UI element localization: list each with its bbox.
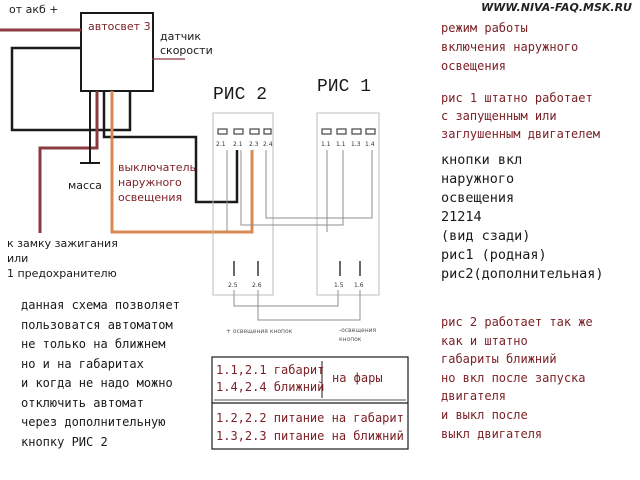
minus-lights-label: -освещения кнопок	[339, 327, 377, 343]
ground-label: масса	[68, 179, 102, 192]
scheme-note: данная схема позволяет пользоватся автом…	[21, 298, 180, 449]
site-url: WWW.NIVA-FAQ.MSK.RU	[481, 1, 632, 14]
plus-lights-label: + освещения кнопок	[226, 328, 293, 335]
fig2-title: РИС 2	[213, 85, 268, 105]
table-row-2: 1.2,2.2 питание на габарит 1.3,2.3 питан…	[216, 411, 404, 443]
orange-wire	[110, 91, 254, 234]
ignition-wire	[38, 91, 99, 233]
pin-label: 1.1	[336, 141, 346, 148]
pin-label: 2.4	[263, 141, 273, 148]
fig2-connector	[212, 112, 274, 296]
fig2-mode-text: рис 2 работает так же как и штатно габар…	[441, 315, 593, 441]
relay-label: автосвет 3	[88, 20, 151, 33]
relay-box	[80, 12, 154, 92]
mode-text: режим работы включения наружного освещен…	[441, 21, 579, 73]
fig1-title: РИС 1	[317, 77, 372, 97]
pin-label: 1.5	[334, 282, 344, 289]
table-row-1: 1.1,2.1 габарит 1.4,2.4 ближний	[216, 363, 325, 394]
fig1-mode-text: рис 1 штатно работает с запущенным или з…	[441, 91, 600, 141]
pin-label: 2.6	[252, 282, 262, 289]
pin-label: 2.1	[233, 141, 243, 148]
buttons-text: кнопки вкл наружного освещения 21214 (ви…	[441, 152, 604, 282]
table-row-1-side: на фары	[332, 371, 383, 385]
switch-wire	[102, 91, 239, 204]
battery-label: от акб +	[9, 3, 59, 16]
fig1-connector	[316, 112, 380, 296]
relay-loop-wire	[10, 46, 132, 132]
pin-label: 2.5	[228, 282, 238, 289]
pin-label: 1.4	[365, 141, 375, 148]
sensor-label: датчик скорости	[160, 30, 213, 57]
switch-label: выключатель наружного освещения	[118, 161, 197, 204]
pin-label: 1.1	[321, 141, 331, 148]
pin-label: 2.3	[249, 141, 259, 148]
pin-label: 1.3	[351, 141, 361, 148]
pin-label: 2.1	[216, 141, 226, 148]
ignition-label: к замку зажигания или 1 предохранителю	[7, 237, 118, 280]
pin-label: 1.6	[354, 282, 364, 289]
